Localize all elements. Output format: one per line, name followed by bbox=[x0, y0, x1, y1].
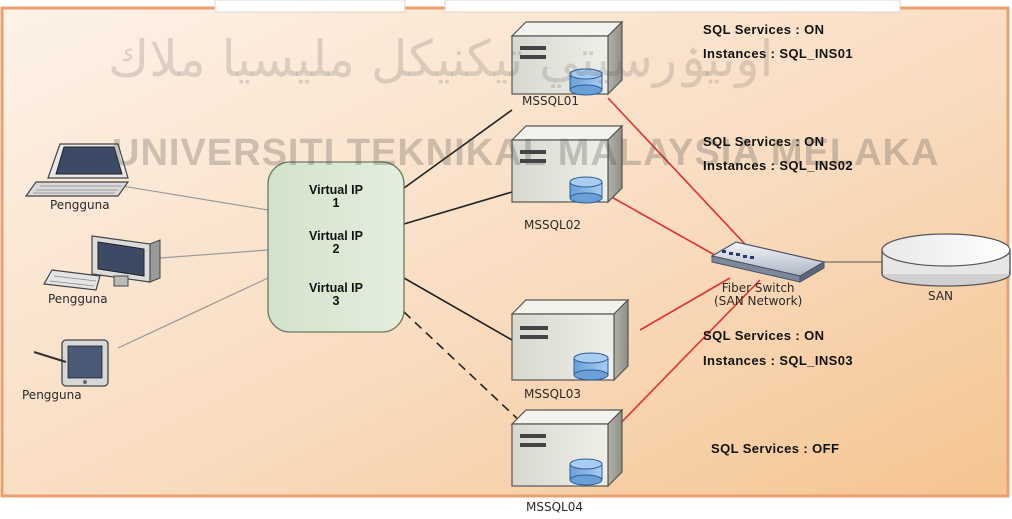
mssql03-instances: Instances : SQL_INS03 bbox=[703, 353, 854, 368]
tablet-icon bbox=[33, 339, 109, 387]
virtual-ip-cluster-box bbox=[267, 161, 405, 333]
client-links bbox=[117, 185, 269, 349]
virtual-ip-2: Virtual IP 2 bbox=[270, 230, 402, 256]
diagram-frame bbox=[0, 6, 1010, 498]
san-links bbox=[607, 97, 761, 433]
virtual-ip-3-number: 3 bbox=[332, 294, 340, 308]
server-mssql04-label: MSSQL04 bbox=[526, 500, 583, 514]
virtual-ip-2-number: 2 bbox=[332, 242, 340, 256]
mssql04-services-status: SQL Services : OFF bbox=[711, 441, 840, 456]
virtual-ip-2-title: Virtual IP bbox=[309, 229, 363, 243]
mssql02-instances: Instances : SQL_INS02 bbox=[703, 158, 854, 173]
laptop-icon bbox=[24, 143, 130, 197]
client-tablet-label: Pengguna bbox=[22, 388, 82, 402]
server-mssql01-icon bbox=[510, 20, 624, 96]
fiber-switch-icon bbox=[710, 241, 826, 283]
server-mssql04-icon bbox=[510, 408, 624, 488]
fiber-switch-subtitle: (SAN Network) bbox=[714, 294, 803, 308]
client-desktop-label: Pengguna bbox=[48, 292, 108, 306]
desktop-computer-icon bbox=[43, 235, 161, 291]
virtual-ip-1-number: 1 bbox=[332, 196, 340, 210]
fiber-switch-title: Fiber Switch bbox=[721, 281, 795, 295]
mssql01-instances: Instances : SQL_INS01 bbox=[703, 46, 854, 61]
client-laptop-label: Pengguna bbox=[50, 198, 110, 212]
watermark-university-name: UNIVERSITI TEKNIKAL MALAYSIA MELAKA bbox=[112, 132, 940, 174]
server-mssql02-label: MSSQL02 bbox=[524, 218, 581, 232]
mssql01-services-status: SQL Services : ON bbox=[703, 22, 825, 37]
san-storage-icon bbox=[881, 233, 1011, 287]
server-mssql03-label: MSSQL03 bbox=[524, 387, 581, 401]
server-mssql02-icon bbox=[510, 124, 624, 204]
san-label: SAN bbox=[928, 289, 954, 303]
server-mssql01-label: MSSQL01 bbox=[522, 94, 579, 108]
watermark-arabic-left: اونيۏرسيتي تيكنيكل مليسيا ملاك bbox=[108, 30, 774, 88]
fiber-switch-label: Fiber Switch (SAN Network) bbox=[714, 282, 802, 308]
virtual-ip-3-title: Virtual IP bbox=[309, 281, 363, 295]
server-mssql03-icon bbox=[510, 298, 630, 382]
mssql02-services-status: SQL Services : ON bbox=[703, 134, 825, 149]
mssql03-services-status: SQL Services : ON bbox=[703, 328, 825, 343]
virtual-ip-3: Virtual IP 3 bbox=[270, 282, 402, 308]
virtual-ip-1-title: Virtual IP bbox=[309, 183, 363, 197]
virtual-ip-1: Virtual IP 1 bbox=[270, 184, 402, 210]
